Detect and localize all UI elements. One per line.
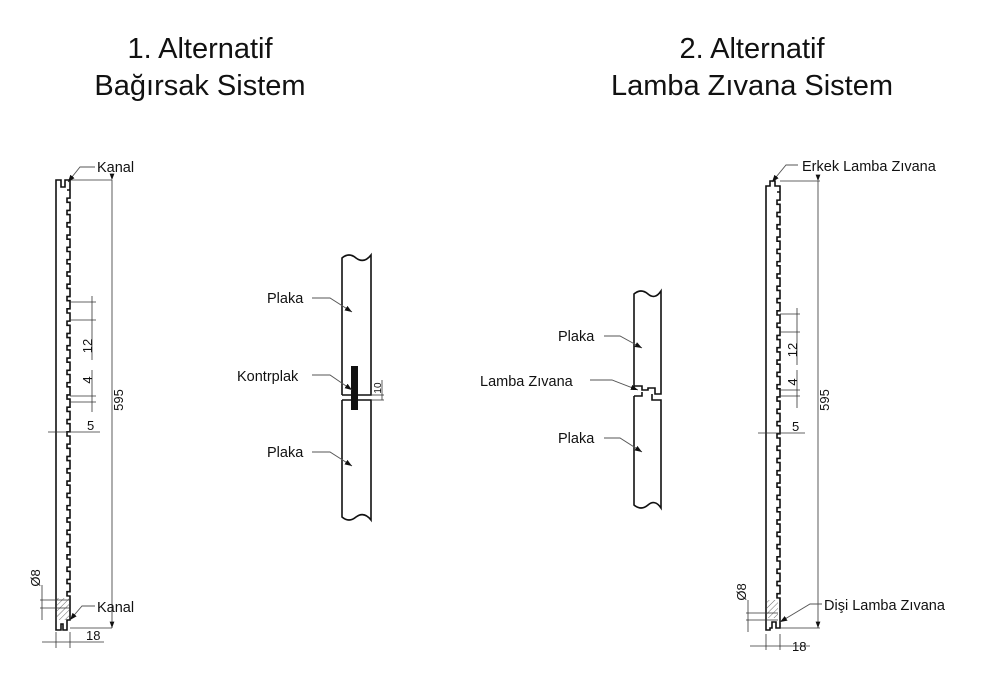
alt1-label-kanal-top: Kanal <box>97 160 134 176</box>
alt1-panel-outline <box>55 179 71 631</box>
joint2-tongue-groove-section: Plaka Lamba Zıvana Plaka <box>480 288 662 511</box>
joint1-label-plywood: Kontrplak <box>237 369 299 385</box>
alt1-dim-4: 4 <box>80 376 95 383</box>
alt2-label-female-groove: Dişi Lamba Zıvana <box>824 598 946 614</box>
alt2-dim-12: 12 <box>785 343 800 357</box>
title-alt1-line2: Bağırsak Sistem <box>94 70 305 102</box>
alt1-dim-12: 12 <box>80 339 95 353</box>
joint1-plywood-section: 10 Plaka Kontrplak Plaka <box>237 252 384 523</box>
alt2-panel-outline <box>765 180 781 631</box>
joint2-bottom-plate <box>633 392 662 511</box>
alt2-dim-diameter: Ø8 <box>734 583 749 600</box>
title-alt1-line1: 1. Alternatif <box>127 33 273 65</box>
title-alt2-line2: Lamba Zıvana Sistem <box>611 70 893 102</box>
alt1-dim-height: 595 <box>111 389 126 411</box>
joint2-top-plate <box>633 288 662 395</box>
alt2-panel-section: 595 12 4 5 Ø8 18 Erkek Lamba Zıvana Dişi… <box>734 159 946 654</box>
alt1-dim-5: 5 <box>87 418 94 433</box>
title-alt2-line1: 2. Alternatif <box>679 33 825 65</box>
joint1-plywood-strip <box>351 366 358 410</box>
alt1-dim-width: 18 <box>86 628 100 643</box>
joint1-bottom-plate <box>341 399 372 523</box>
alt1-label-kanal-bottom: Kanal <box>97 600 134 616</box>
alt2-dim-width: 18 <box>792 639 806 654</box>
joint1-label-bottom-plate: Plaka <box>267 445 304 461</box>
alt1-dim-diameter: Ø8 <box>28 569 43 586</box>
joint1-top-plate <box>341 252 372 396</box>
joint2-label-bottom-plate: Plaka <box>558 431 595 447</box>
alt1-panel-section: 595 12 4 5 Ø8 18 Kanal Kanal <box>28 160 134 648</box>
alt2-label-male-tongue: Erkek Lamba Zıvana <box>802 159 937 175</box>
alt1-hatch <box>57 598 69 620</box>
alt2-dim-4: 4 <box>785 378 800 385</box>
joint2-label-top-plate: Plaka <box>558 329 595 345</box>
alt2-hatch <box>767 600 778 618</box>
joint1-label-top-plate: Plaka <box>267 291 304 307</box>
alt2-dim-height: 595 <box>817 389 832 411</box>
alt2-dim-5: 5 <box>792 419 799 434</box>
joint2-label-tongue: Lamba Zıvana <box>480 374 574 390</box>
joint1-dim-gap: 10 <box>373 382 384 394</box>
